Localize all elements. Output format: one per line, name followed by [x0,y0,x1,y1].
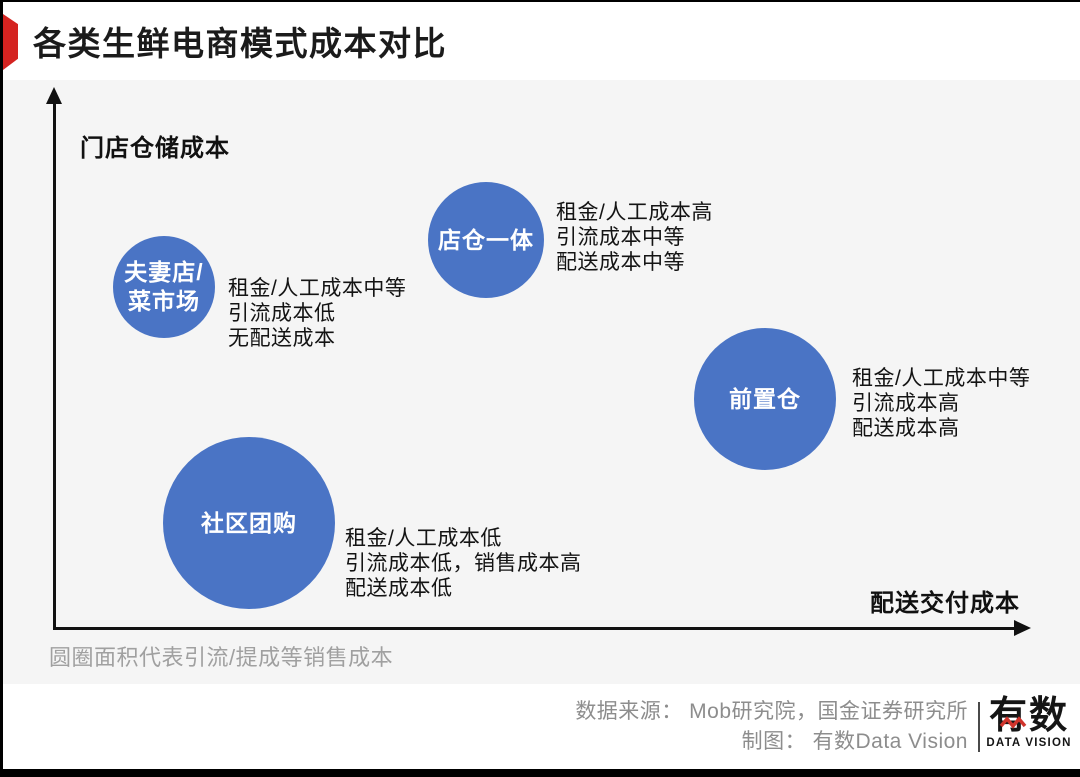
x-axis-arrow-icon [1014,620,1031,636]
annotation-line: 配送成本中等 [556,251,685,274]
bubble-3: 社区团购 [163,437,335,609]
annotation-line: 引流成本低 [228,302,336,325]
annotation-line: 租金/人工成本中等 [852,367,1031,390]
annotation-line: 配送成本低 [345,577,453,600]
footer-divider [978,702,980,752]
bubble-2: 前置仓 [694,328,836,470]
bubble-annotation-1: 租金/人工成本高引流成本中等配送成本中等 [556,200,713,275]
logo-text: 有数 [986,696,1072,736]
x-axis-label: 配送交付成本 [870,590,1020,617]
annotation-line: 引流成本低，销售成本高 [345,552,582,575]
footer: 数据来源： Mob研究院，国金证券研究所 制图： 有数Data Vision 有… [3,684,1080,769]
annotation-line: 配送成本高 [852,417,960,440]
x-axis-line [53,627,1016,630]
annotation-line: 租金/人工成本中等 [228,277,407,300]
credits: 数据来源： Mob研究院，国金证券研究所 制图： 有数Data Vision [575,697,968,757]
brand-logo: 有数 DATA VISION [986,696,1072,749]
annotation-line: 无配送成本 [228,327,336,350]
bubble-annotation-0: 租金/人工成本中等引流成本低无配送成本 [228,276,406,351]
annotation-line: 引流成本中等 [556,226,685,249]
source-text: 数据来源： Mob研究院，国金证券研究所 [575,700,968,723]
bubble-chart-panel: 门店仓储成本 配送交付成本 夫妻店/ 菜市场租金/人工成本中等引流成本低无配送成… [3,80,1080,684]
bubble-annotation-2: 租金/人工成本中等引流成本高配送成本高 [852,366,1030,441]
bubble-annotation-3: 租金/人工成本低引流成本低，销售成本高配送成本低 [345,526,582,601]
y-axis-arrow-icon [46,87,62,104]
y-axis-label: 门店仓储成本 [80,135,230,162]
logo-subtext: DATA VISION [986,737,1072,749]
credit-text: 制图： 有数Data Vision [741,730,968,753]
header: 各类生鲜电商模式成本对比 [3,2,1080,80]
annotation-line: 租金/人工成本高 [556,201,713,224]
bubble-0: 夫妻店/ 菜市场 [113,236,215,338]
title-ribbon-icon [3,14,18,70]
logo-name: 有数 [988,695,1069,737]
annotation-line: 引流成本高 [852,392,960,415]
size-legend-note: 圆圈面积代表引流/提成等销售成本 [49,645,394,670]
annotation-line: 租金/人工成本低 [345,527,502,550]
page-title: 各类生鲜电商模式成本对比 [33,25,447,62]
bubble-1: 店仓一体 [428,182,544,298]
y-axis-line [53,104,56,630]
